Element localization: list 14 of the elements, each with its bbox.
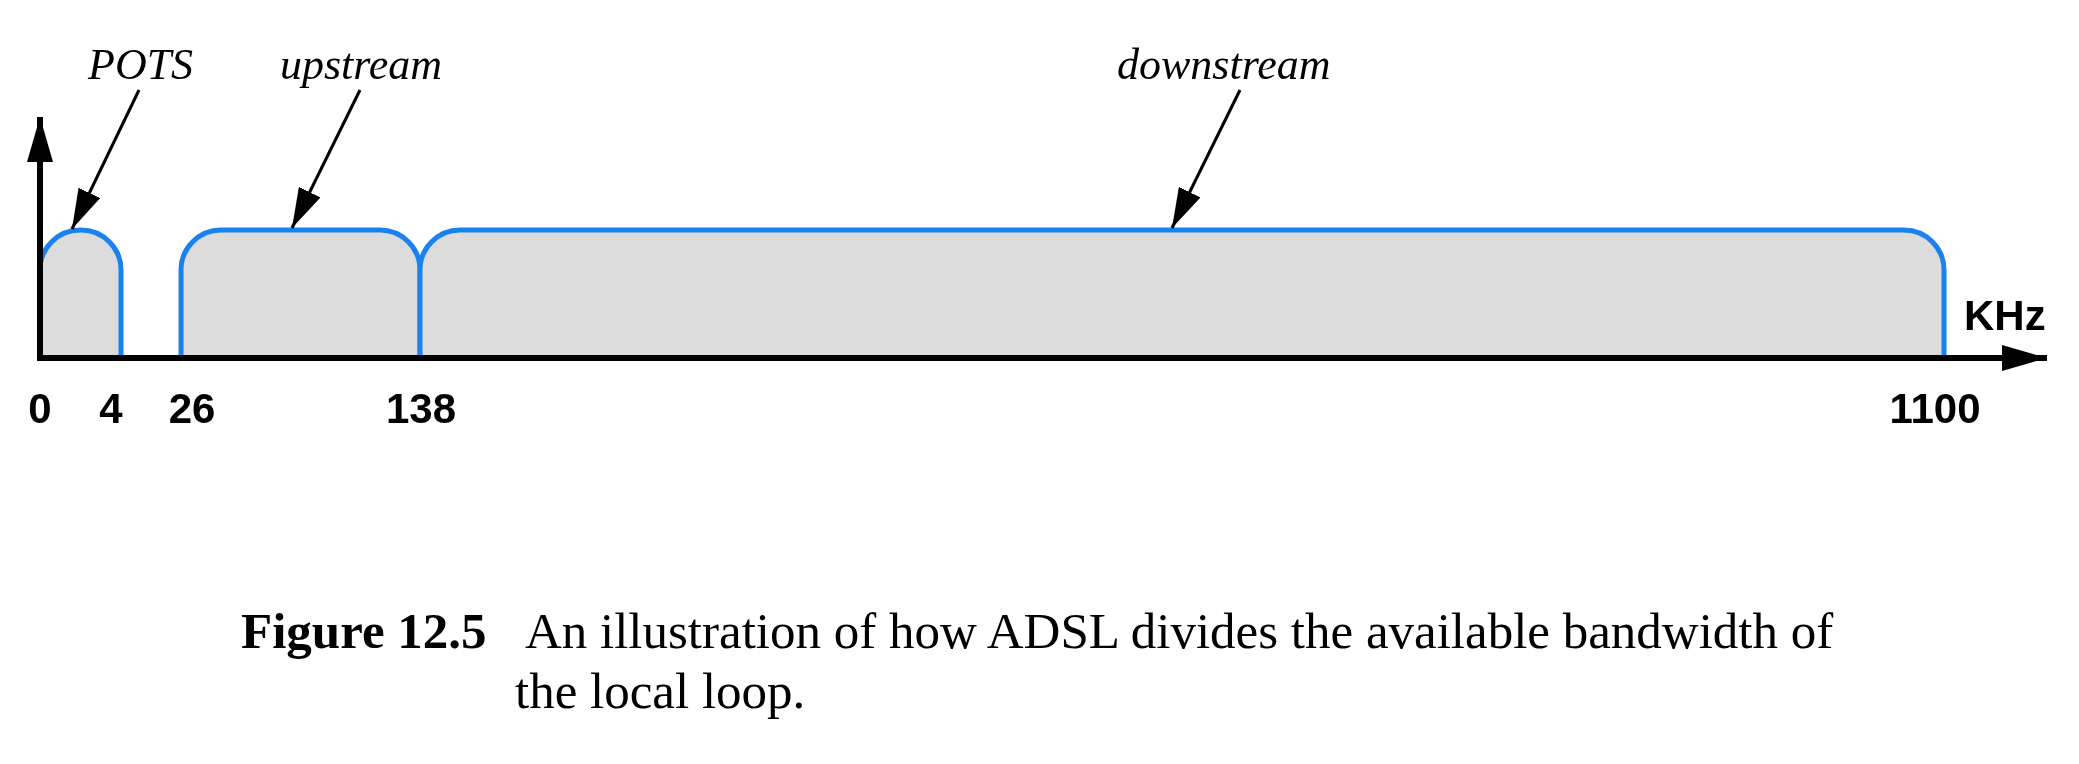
leader-line [290,89,362,229]
leader-line [1170,89,1242,229]
figure-caption: Figure 12.5 An illustration of how ADSL divides the available bandwidth of the local loop. [241,602,1835,721]
tick-label: 4 [99,385,123,433]
tick-label: 26 [168,385,216,433]
band-label: downstream [1117,40,1331,90]
leader-line [70,89,141,230]
tick-label: 0 [28,385,52,433]
axis-unit-label: KHz [1964,292,2046,340]
band-label: upstream [280,40,443,90]
tick-label: 138 [385,385,457,433]
frequency-band [178,227,423,358]
band-label: POTS [88,40,194,90]
tick-label: 1100 [1889,385,1981,433]
